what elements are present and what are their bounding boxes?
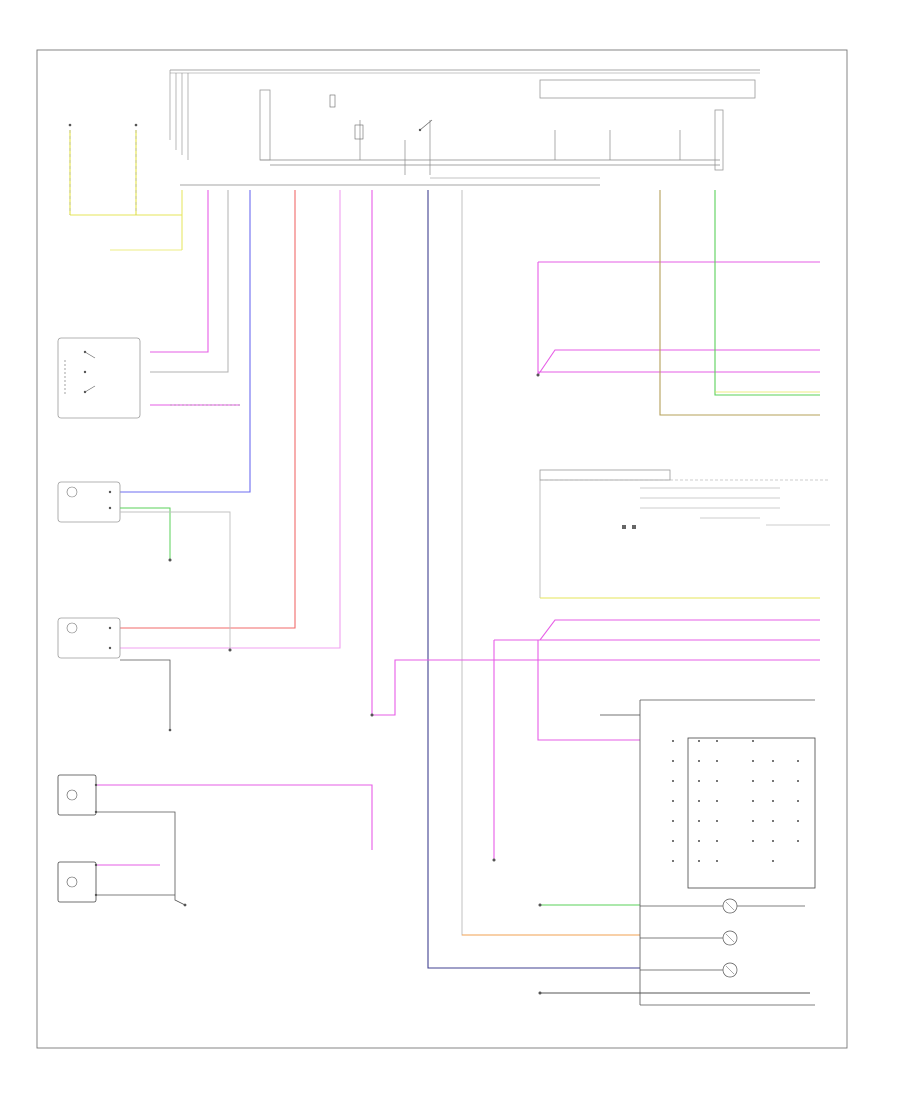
top-left-connectors: [68, 123, 183, 251]
trunk-wires: [120, 190, 640, 969]
wire-pink-1: [120, 190, 341, 649]
lf-turn-lamp: [57, 481, 231, 650]
wire-gray-1: [150, 190, 229, 373]
wire-blue-1: [120, 190, 251, 493]
rf-turn-lamp: [57, 617, 172, 732]
wire-gray-2: [461, 190, 640, 936]
hazard-switch: [57, 337, 141, 419]
top-fuse-block: [169, 69, 760, 186]
lower-right-wires: [95, 619, 820, 994]
diagram-frame: [36, 49, 848, 1049]
led-grid: [672, 740, 799, 862]
mid-right-module: [539, 469, 830, 599]
wire-navy-1: [427, 190, 640, 969]
right-side-wires: [537, 190, 820, 416]
left-rear-lamp-module: [639, 699, 816, 1006]
wire-magenta-1: [150, 190, 209, 353]
right-license-lamp: [57, 774, 186, 906]
wire-red-1: [120, 190, 296, 629]
splice-points: [168, 373, 542, 995]
left-license-lamp: [57, 861, 187, 907]
